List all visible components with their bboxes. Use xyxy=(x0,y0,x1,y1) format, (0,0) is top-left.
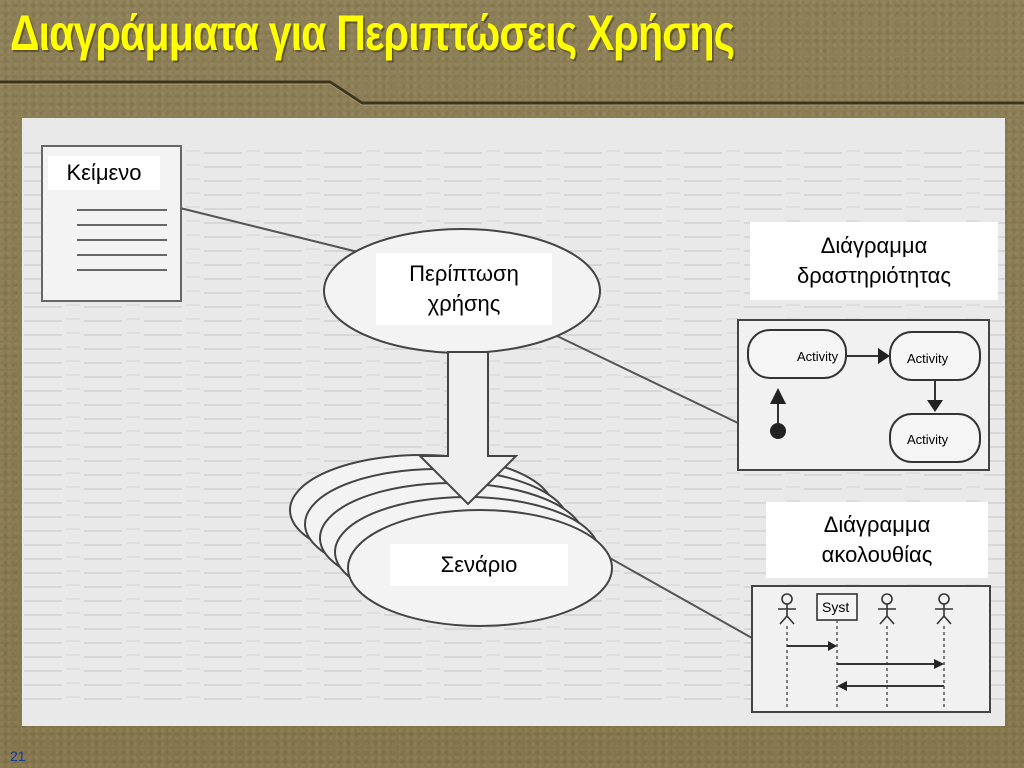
slide-title: Διαγράμματα για Περιπτώσεις Χρήσης xyxy=(10,5,735,61)
diagram-panel: Activity Activity Activity xyxy=(22,118,1005,726)
down-arrow-icon xyxy=(417,351,519,506)
sequence-diagram-thumbnail xyxy=(751,585,991,713)
scenario-label: Σενάριο xyxy=(390,544,568,586)
sequence-diagram-label-line1: Διάγραμμα xyxy=(823,512,931,537)
text-document-label: Κείμενο xyxy=(48,156,160,190)
diagram-canvas: Activity Activity Activity xyxy=(22,145,1005,713)
activity-diagram-thumbnail xyxy=(737,319,990,471)
doc-to-usecase-line xyxy=(179,207,363,254)
use-case-label-line2: χρήσης xyxy=(427,291,501,316)
sequence-diagram-label-line2: ακολουθίας xyxy=(821,542,933,567)
activity-node-3-label: Activity xyxy=(907,432,949,447)
activity-diagram-label-line2: δραστηριότητας xyxy=(797,263,951,288)
slide-number: 21 xyxy=(10,748,26,764)
activity-node-1-label: Activity xyxy=(797,349,839,364)
sequence-diagram-label: Διάγραμμα ακολουθίας xyxy=(766,502,988,578)
usecase-to-activity-line xyxy=(556,335,739,424)
activity-diagram-label: Διάγραμμα δραστηριότητας xyxy=(750,222,998,300)
use-case-label-line1: Περίπτωση xyxy=(409,261,519,286)
activity-node-2-label: Activity xyxy=(907,351,949,366)
sequence-object-label: Syst xyxy=(822,599,849,615)
scenario-to-sequence-line xyxy=(591,547,753,639)
use-case-label: Περίπτωση χρήσης xyxy=(376,253,552,325)
activity-diagram-label-line1: Διάγραμμα xyxy=(820,233,928,258)
